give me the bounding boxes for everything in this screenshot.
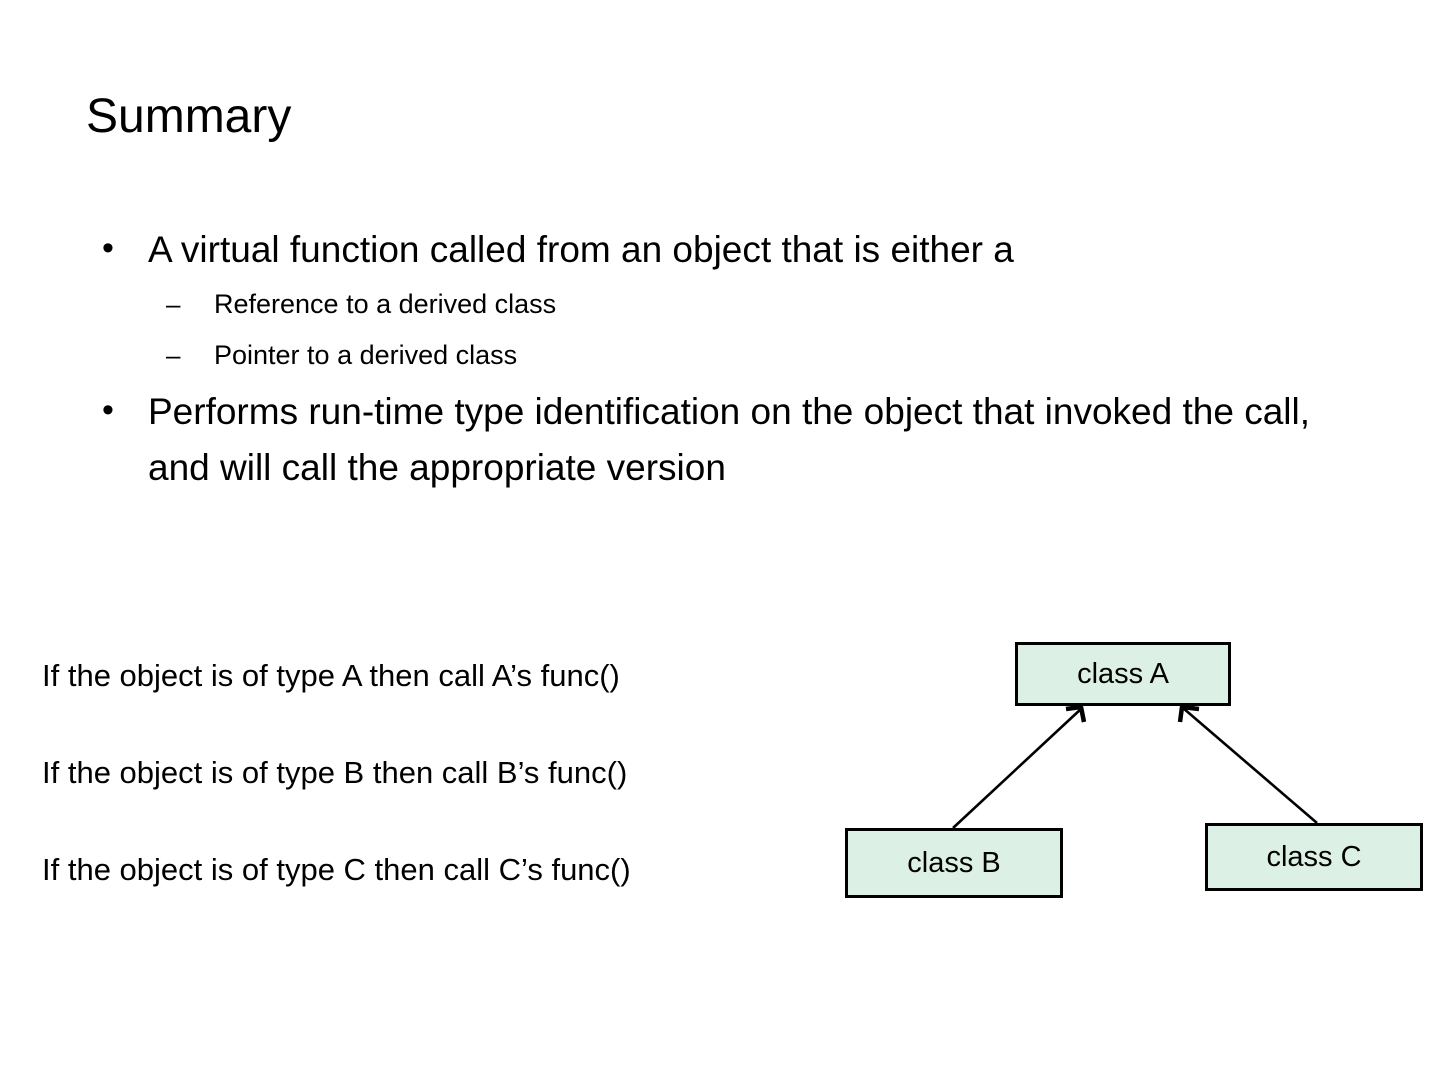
dash-marker-icon: – bbox=[166, 340, 181, 370]
condition-line-b: If the object is of type B then call B’s… bbox=[42, 755, 628, 790]
dash-marker-icon: – bbox=[166, 289, 181, 319]
class-box-a: class A bbox=[1015, 642, 1231, 706]
inheritance-arrows bbox=[952, 704, 1318, 829]
sub-bullet-item: – Pointer to a derived class bbox=[96, 333, 1326, 377]
class-box-b: class B bbox=[845, 828, 1063, 898]
class-box-a-label: class A bbox=[1077, 658, 1169, 690]
sub-bullet-text: Pointer to a derived class bbox=[214, 340, 518, 370]
class-box-c-label: class C bbox=[1266, 841, 1362, 873]
condition-line-c: If the object is of type C then call C’s… bbox=[42, 852, 631, 887]
bullet-marker-icon: • bbox=[102, 229, 114, 267]
page-title: Summary bbox=[86, 90, 292, 143]
sub-bullet-text: Reference to a derived class bbox=[214, 289, 557, 319]
arrow-c-to-a bbox=[1177, 704, 1318, 824]
bullet-text: A virtual function called from an object… bbox=[148, 229, 1014, 270]
bullet-list: • A virtual function called from an obje… bbox=[96, 222, 1326, 500]
sub-bullet-item: – Reference to a derived class bbox=[96, 282, 1326, 326]
class-box-b-label: class B bbox=[907, 847, 1001, 879]
class-inheritance-diagram: class A class B class C bbox=[820, 620, 1440, 920]
bullet-text: Performs run-time type identification on… bbox=[148, 391, 1310, 488]
condition-list: If the object is of type A then call A’s… bbox=[42, 655, 842, 891]
class-box-c: class C bbox=[1205, 823, 1423, 891]
bullet-item: • Performs run-time type identification … bbox=[96, 384, 1326, 496]
bullet-marker-icon: • bbox=[102, 391, 114, 429]
bullet-item: • A virtual function called from an obje… bbox=[96, 222, 1326, 278]
arrow-b-to-a bbox=[952, 704, 1087, 829]
condition-line-a: If the object is of type A then call A’s… bbox=[42, 658, 620, 693]
